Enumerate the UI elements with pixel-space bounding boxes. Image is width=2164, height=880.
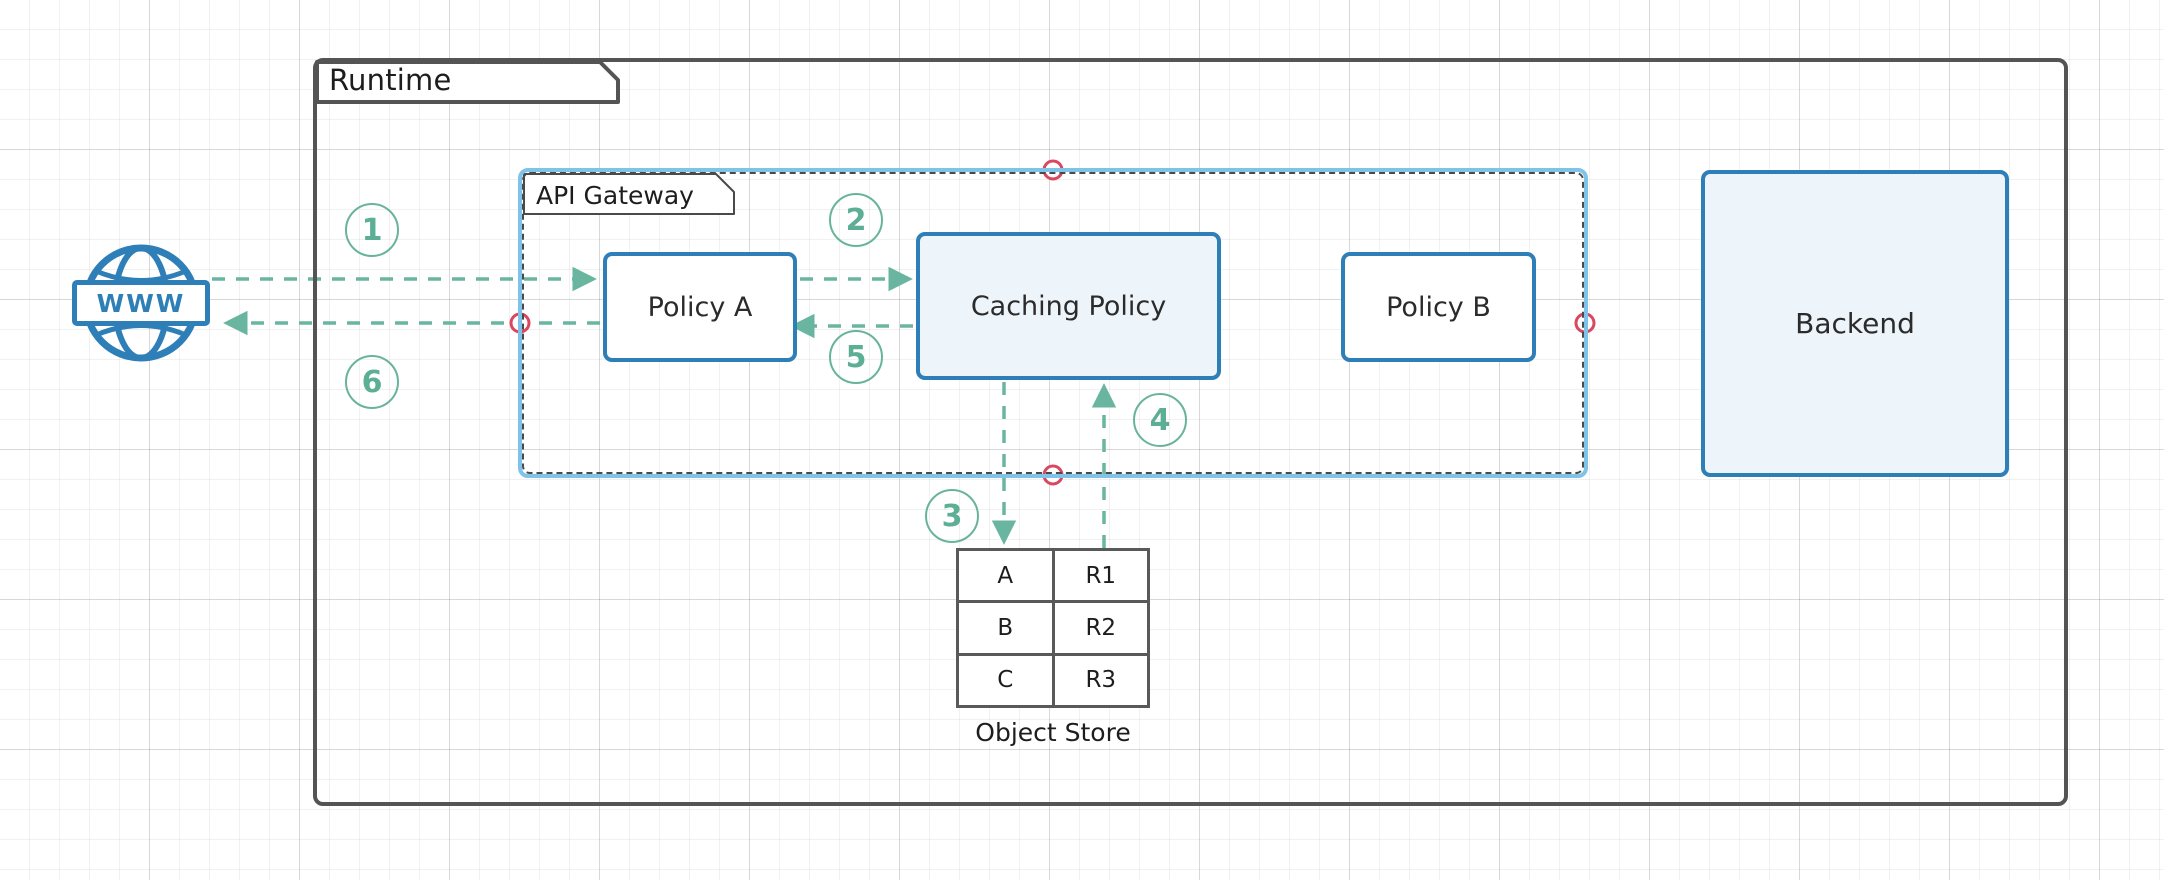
table-row: B R2 — [956, 600, 1150, 656]
object-store-caption: Object Store — [975, 718, 1131, 747]
object-store-value: R1 — [1051, 547, 1150, 604]
step-badge-6: 6 — [345, 355, 399, 409]
object-store-value: R3 — [1051, 652, 1150, 709]
object-store-table[interactable]: A R1 B R2 C R3 — [956, 547, 1150, 709]
globe-www-label: WWW — [72, 280, 210, 326]
api-gateway-container-dashed — [522, 172, 1584, 474]
object-store-key: C — [956, 652, 1055, 709]
step-badge-3: 3 — [925, 489, 979, 543]
step-badge-4: 4 — [1133, 393, 1187, 447]
object-store-key: B — [956, 600, 1055, 656]
runtime-container — [313, 58, 2068, 806]
client-globe-node[interactable]: WWW — [68, 244, 214, 362]
step-badge-1: 1 — [345, 203, 399, 257]
table-row: A R1 — [956, 547, 1150, 604]
api-gateway-label: API Gateway — [536, 180, 694, 210]
object-store-value: R2 — [1051, 600, 1150, 656]
node-policy-a[interactable]: Policy A — [603, 252, 797, 362]
node-policy-b[interactable]: Policy B — [1341, 252, 1536, 362]
step-badge-5: 5 — [829, 330, 883, 384]
object-store-key: A — [956, 547, 1055, 604]
runtime-label: Runtime — [329, 63, 452, 97]
api-gateway-container-outline — [518, 168, 1588, 478]
node-backend[interactable]: Backend — [1701, 170, 2009, 477]
node-caching-policy[interactable]: Caching Policy — [916, 232, 1221, 380]
step-badge-2: 2 — [829, 193, 883, 247]
table-row: C R3 — [956, 652, 1150, 709]
